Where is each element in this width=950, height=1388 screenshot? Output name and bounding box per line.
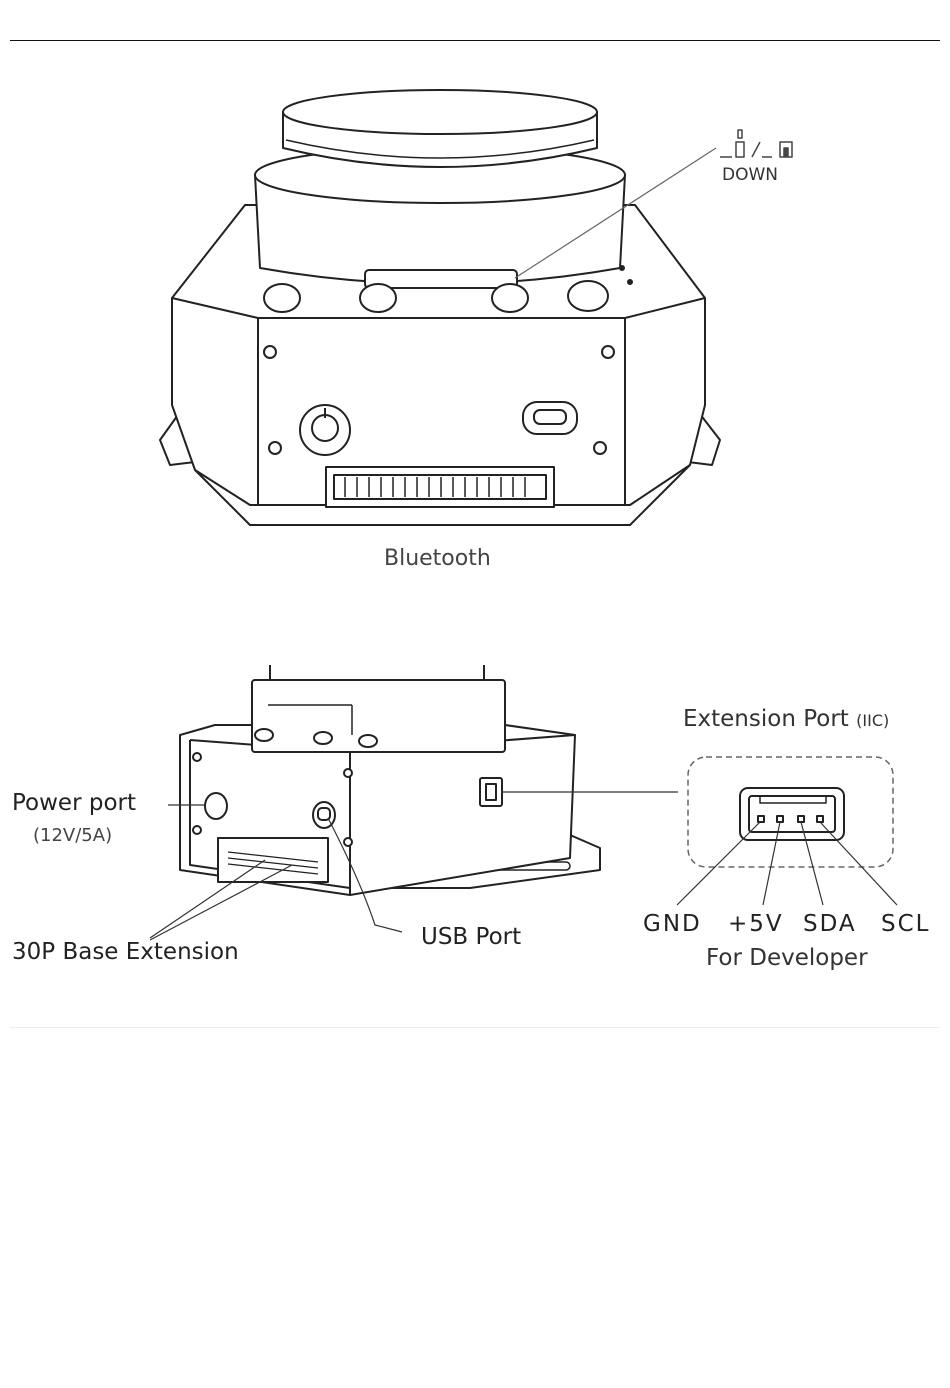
switch-position-icon [720, 130, 792, 157]
screw-tl [264, 346, 276, 358]
button-1 [264, 284, 300, 312]
screw-br [594, 442, 606, 454]
developer-note: For Developer [706, 947, 868, 970]
power-port-rating: (12V/5A) [33, 827, 112, 845]
extension-port-label: Extension Port [683, 706, 849, 732]
pin-label-5v: +5V [728, 913, 784, 936]
pin-label-scl: SCL [881, 913, 930, 936]
screw-bl [269, 442, 281, 454]
bottom-divider-line [10, 1027, 940, 1028]
extension-port-protocol: (IIC) [856, 711, 889, 730]
pin-label-sda: SDA [803, 913, 857, 936]
power-jack-side [205, 793, 227, 819]
power-button [568, 281, 608, 311]
button-2 [360, 284, 396, 312]
turntable-base [252, 680, 505, 752]
extension-port-title: Extension Port (IIC) [683, 708, 889, 731]
30p-connector [326, 467, 554, 507]
base-extension-label: 30P Base Extension [12, 941, 239, 964]
switch-down-label: DOWN [722, 167, 778, 184]
pin-label-gnd: GND [643, 913, 702, 936]
figure-caption-bluetooth: Bluetooth [384, 548, 491, 570]
power-port-label: Power port [12, 792, 136, 815]
screw-tr [602, 346, 614, 358]
top-device-drawing [160, 90, 792, 525]
usb-port-label: USB Port [421, 926, 521, 949]
button-3 [492, 284, 528, 312]
